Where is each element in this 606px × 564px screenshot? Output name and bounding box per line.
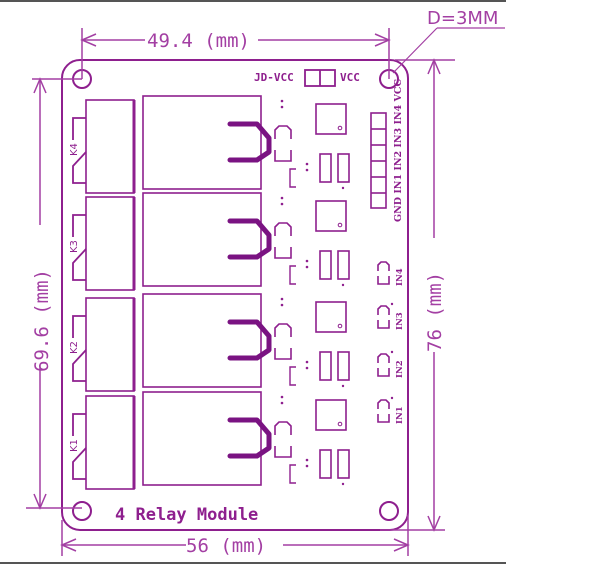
terminal-block [142, 192, 262, 287]
dimension-right [380, 58, 455, 532]
dimension-left-label: 69.6 (mm) [31, 269, 53, 372]
jumper-header [304, 69, 336, 87]
dimension-top-label: 49.4 (mm) [147, 30, 250, 52]
terminal-block [142, 391, 262, 486]
relay-channel-k4: K4 [69, 95, 350, 194]
ic-package [315, 301, 347, 333]
ic-package [315, 103, 347, 135]
dimension-bottom-label: 56 (mm) [186, 535, 266, 557]
dimension-left [26, 77, 82, 510]
relay-channel-k2: K2 [69, 293, 350, 392]
mounting-hole-bottom-right [379, 501, 399, 521]
relay-body [85, 297, 135, 392]
dimension-right-label: 76 (mm) [424, 272, 446, 352]
relay-label: K1 [69, 439, 80, 452]
led-in4: IN4 [377, 261, 405, 286]
relay-body [85, 196, 135, 291]
relay-label: K2 [69, 341, 80, 354]
relay-label: K3 [69, 240, 80, 253]
input-header [370, 112, 387, 209]
led-label: IN3 [395, 312, 405, 330]
led-label: IN2 [395, 360, 405, 378]
led-label: IN1 [395, 406, 405, 424]
dimension-top [80, 28, 391, 79]
ic-package [315, 200, 347, 232]
relay-body [85, 395, 135, 490]
jumper-label-vcc: VCC [340, 71, 360, 84]
led-in2: IN2 [377, 350, 405, 378]
hole-callout-leader [392, 27, 505, 74]
led-label: IN4 [395, 268, 405, 286]
ic-package [315, 399, 347, 431]
relay-label: K4 [69, 143, 80, 156]
input-header-pin-labels: GND IN1 IN2 IN3 IN4 VCC [393, 79, 404, 222]
relay-body [85, 99, 135, 194]
pcb-outline [61, 59, 409, 531]
board-title: 4 Relay Module [115, 505, 258, 525]
relay-channel-k1: K1 [69, 391, 350, 490]
relay-channel-k3: K3 [69, 192, 350, 291]
terminal-block [142, 293, 262, 388]
led-in3: IN3 [377, 302, 405, 330]
led-in1: IN1 [377, 396, 405, 424]
hole-diameter-callout: D=3MM [427, 8, 498, 29]
jumper-label-jd-vcc: JD-VCC [254, 71, 294, 84]
dimension-bottom [60, 515, 410, 556]
terminal-block [142, 95, 262, 190]
mounting-hole-bottom-left [72, 501, 92, 521]
